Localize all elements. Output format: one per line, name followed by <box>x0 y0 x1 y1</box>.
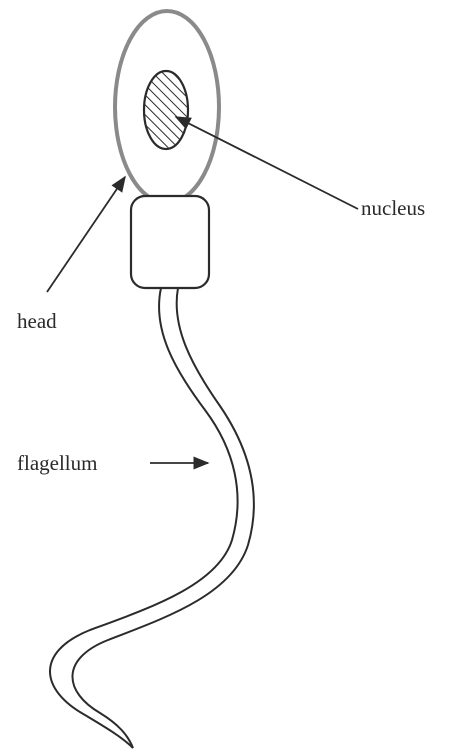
flagellum-left-edge <box>50 288 238 748</box>
nucleus-arrow <box>176 117 358 209</box>
flagellum-label: flagellum <box>17 451 97 475</box>
nucleus-label: nucleus <box>361 196 425 220</box>
head-arrow <box>47 177 125 292</box>
head-label: head <box>17 309 57 333</box>
midpiece <box>131 196 209 288</box>
nucleus-oval <box>144 71 188 149</box>
flagellum-right-edge <box>72 288 253 748</box>
